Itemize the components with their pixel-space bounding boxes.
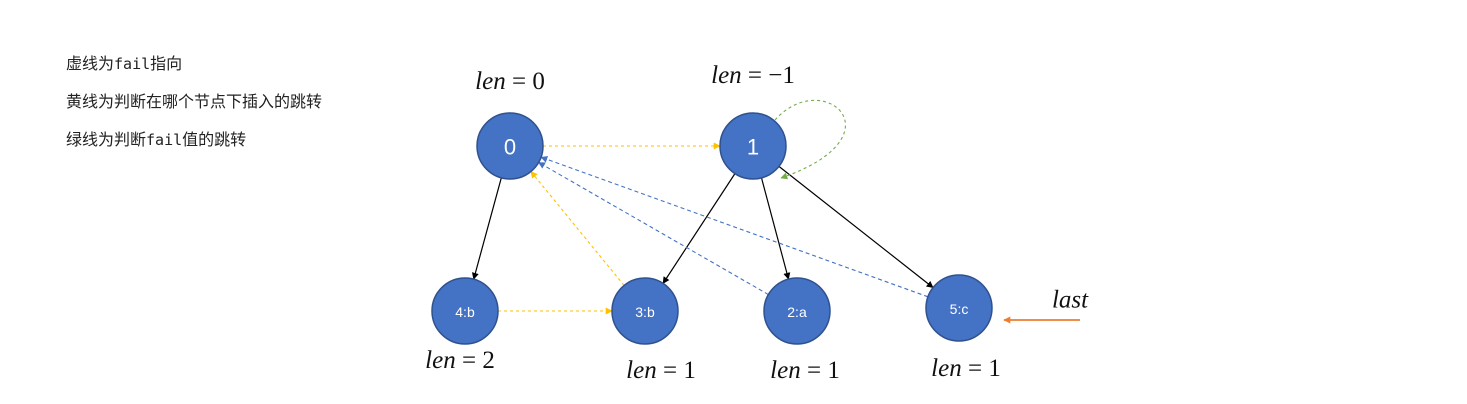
edges-layer <box>471 99 1080 324</box>
node-circle <box>925 274 993 342</box>
trie-edge-0-4 <box>471 177 502 280</box>
trie-edge-1-5 <box>778 165 934 289</box>
legend-line-fail: 虚线为fail指向 <box>66 50 182 74</box>
node-label: 5:c <box>950 301 969 317</box>
legend-line-yellow: 黄线为判断在哪个节点下插入的跳转 <box>66 88 322 112</box>
nodes-layer: 0 1 4:b 3:b 2:a 5:c <box>431 112 993 345</box>
self-fail-loop <box>774 99 846 180</box>
node-label: 3:b <box>635 304 655 320</box>
node-2: 2:a <box>763 277 831 345</box>
legend-text: 值的跳转 <box>182 130 247 149</box>
legend-text: 黄线为判断在哪个节点下插入的跳转 <box>66 92 323 111</box>
node-label: 2:a <box>787 304 807 320</box>
node-circle <box>763 277 831 345</box>
len-label-3: len = 1 <box>626 357 696 384</box>
len-label-2: len = 1 <box>770 357 840 384</box>
len-label-1: len = −1 <box>711 62 795 89</box>
insert-edge-3-0 <box>530 170 625 286</box>
fail-edge-2-0 <box>538 161 769 296</box>
labels-layer: len = 0 len = −1 len = 2 len = 1 len = 1 len … <box>425 62 1089 384</box>
node-circle <box>611 277 679 345</box>
node-5: 5:c <box>925 274 993 342</box>
node-circle <box>719 112 787 180</box>
legend-text: 绿线为判断 <box>66 130 147 149</box>
node-label: 1 <box>747 135 759 160</box>
node-4: 4:b <box>431 277 499 345</box>
node-label: 0 <box>504 135 516 160</box>
node-3: 3:b <box>611 277 679 345</box>
trie-edge-1-2 <box>760 177 791 280</box>
fail-edge-5-0 <box>540 156 929 298</box>
node-circle <box>431 277 499 345</box>
node-1: 1 <box>719 112 787 180</box>
last-pointer-label: last <box>1052 287 1089 314</box>
legend-code: fail <box>146 131 183 149</box>
trie-edge-1-3 <box>662 173 736 284</box>
len-label-0: len = 0 <box>475 68 545 95</box>
len-label-4: len = 2 <box>425 347 495 374</box>
legend-code: fail <box>114 55 151 73</box>
node-label: 4:b <box>455 304 475 320</box>
legend-text: 虚线为 <box>66 54 115 73</box>
legend-text: 指向 <box>150 54 183 73</box>
len-label-5: len = 1 <box>931 355 1001 382</box>
legend-line-green: 绿线为判断fail值的跳转 <box>66 126 246 150</box>
node-circle <box>476 112 544 180</box>
node-0: 0 <box>476 112 544 180</box>
